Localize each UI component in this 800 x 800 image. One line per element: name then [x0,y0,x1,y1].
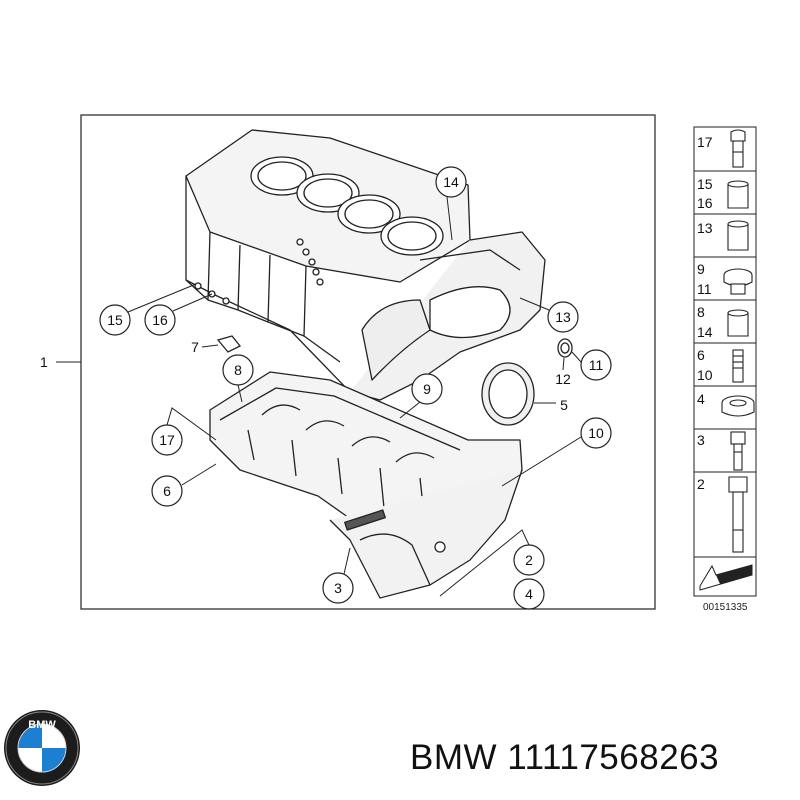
callout-3: 3 [334,580,342,596]
direction-arrow-icon [699,564,753,591]
side-label-10: 10 [697,367,713,383]
callout-1: 1 [40,354,48,370]
callout-8: 8 [234,362,242,378]
callout-5: 5 [560,397,568,413]
side-label-6: 6 [697,347,705,363]
stud-icon [732,349,744,383]
callout-10: 10 [588,425,604,441]
callout-group: 14 15 16 13 12 11 7 8 9 5 [99,166,612,610]
pin-icon [727,309,749,337]
bmw-logo: BMW [4,710,80,786]
fastener-side-panel: 17 15 16 13 9 11 8 14 6 10 4 3 2 [693,126,757,597]
callout-17: 17 [159,432,175,448]
callout-15: 15 [107,312,123,328]
part-number-caption: BMW 11117568263 [410,738,720,777]
side-label-8: 8 [697,304,705,320]
side-label-13: 13 [697,220,713,236]
loose-parts-illustration [216,335,573,426]
bolt-hole-row [194,238,324,305]
callout-7: 7 [191,339,199,355]
callout-11: 11 [589,357,604,373]
side-label-4: 4 [697,391,705,407]
side-label-15: 15 [697,176,713,192]
side-label-14: 14 [697,324,713,340]
side-label-11: 11 [697,281,712,297]
seal-ring-icon [721,395,755,417]
callout-16: 16 [152,312,168,328]
reference-number: 00151335 [703,602,748,613]
screw-icon [730,431,746,471]
callout-6: 6 [163,483,171,499]
bolt-icon [728,476,748,553]
callout-13: 13 [555,309,571,325]
callout-14: 14 [443,174,459,190]
sleeve-icon [727,180,749,209]
dowel-icon [727,220,749,251]
side-label-2: 2 [697,476,705,492]
clip-part-7 [216,335,242,353]
callout-2: 2 [525,552,533,568]
engine-block-illustration [185,129,546,599]
plug-icon [723,268,753,295]
side-label-17: 17 [697,134,713,150]
long-bolt-icon [730,129,746,168]
callout-9: 9 [423,381,431,397]
bmw-logo-lettering: BMW [28,719,56,731]
side-label-3: 3 [697,432,705,448]
side-label-9: 9 [697,261,705,277]
callout-12: 12 [555,371,571,387]
side-label-16: 16 [697,195,713,211]
callout-4: 4 [525,586,533,602]
